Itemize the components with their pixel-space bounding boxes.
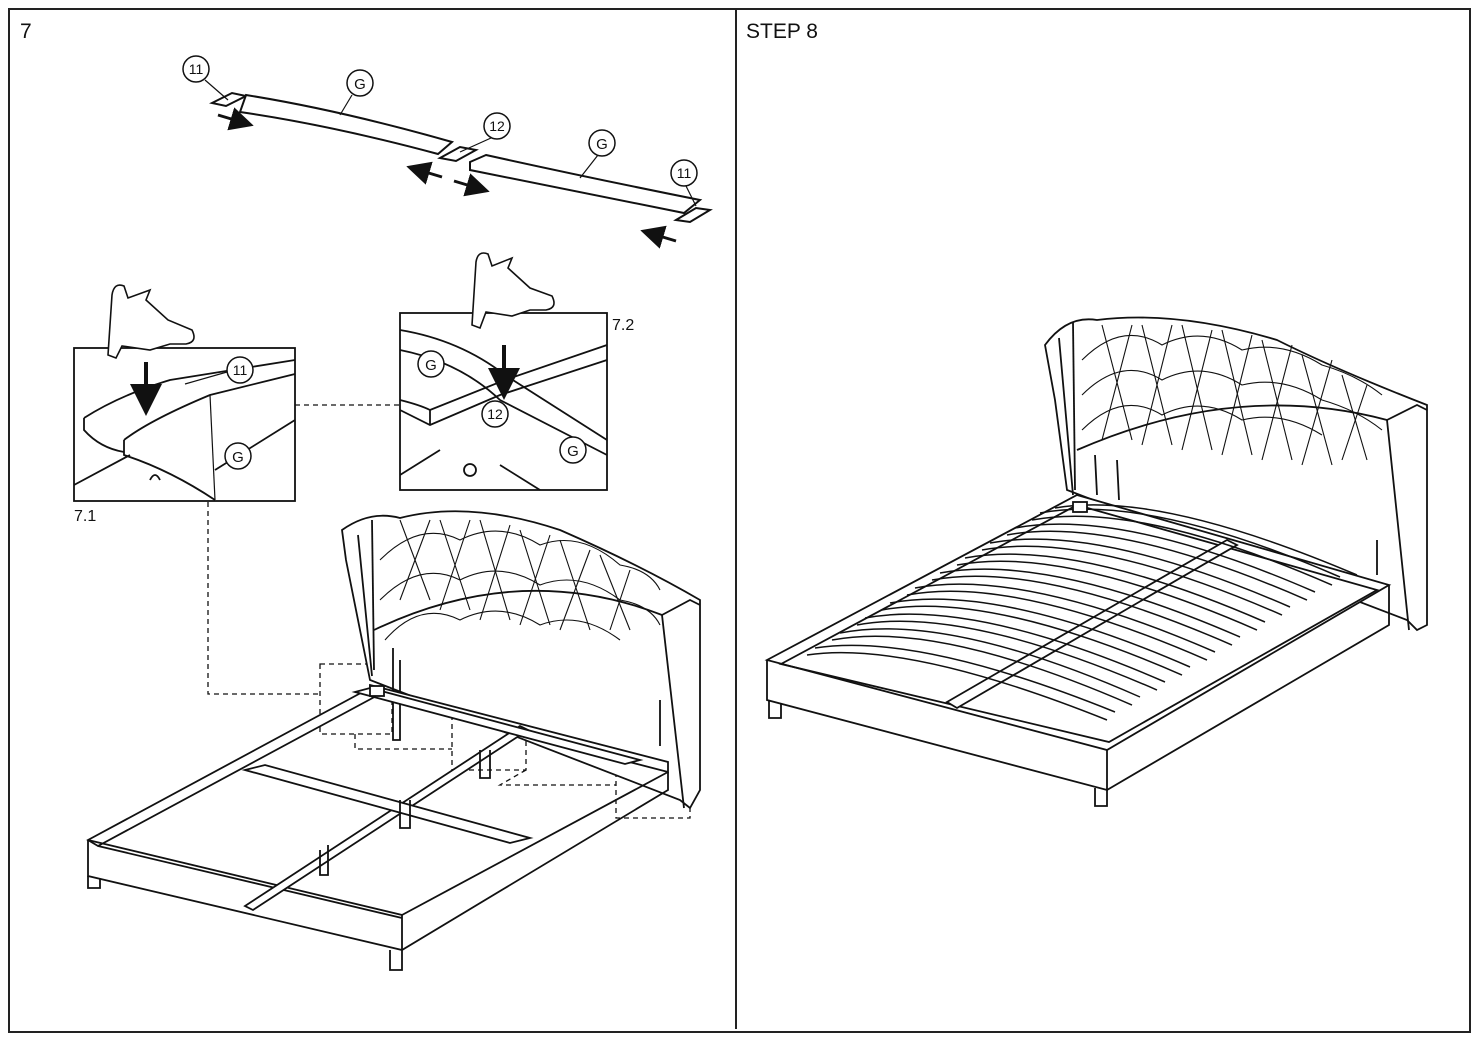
svg-text:11: 11 [233, 362, 248, 378]
bed-frame-step-7 [86, 510, 701, 971]
outer-border [8, 8, 1471, 1033]
svg-text:11: 11 [677, 165, 692, 181]
svg-text:G: G [567, 443, 579, 460]
arrow-left-icon [640, 225, 677, 249]
callout-12-detail-b: 12 [481, 400, 509, 428]
callout-11-detail-a: 11 [184, 356, 254, 385]
callout-12-top: 12 [483, 112, 511, 140]
step-8-title: STEP 8 [746, 20, 818, 43]
connector-piece-left [209, 91, 249, 108]
svg-text:G: G [425, 357, 437, 374]
slat-connection-exploded [204, 79, 713, 249]
callout-g-detail-b-left: G [417, 350, 445, 378]
detail-label-7-1: 7.1 [74, 508, 97, 525]
svg-text:12: 12 [487, 406, 503, 422]
detail-box-7-1 [73, 347, 296, 502]
arrow-left-icon [406, 161, 443, 185]
callout-g-top-left: G [346, 69, 374, 97]
svg-text:G: G [596, 136, 608, 153]
callout-g-detail-a: G [224, 442, 252, 470]
connector-piece-middle [437, 145, 479, 163]
panel-divider [735, 10, 737, 1029]
detail-label-7-2: 7.2 [612, 317, 635, 334]
connector-piece-right [673, 206, 713, 224]
assembled-bed [764, 316, 1428, 807]
svg-text:12: 12 [489, 118, 505, 134]
callout-g-detail-b-right: G [559, 436, 587, 464]
hand-icon [107, 284, 195, 360]
detail-box-7-2 [399, 312, 608, 491]
arrow-right-icon [453, 173, 490, 197]
svg-text:11: 11 [189, 61, 204, 77]
slat-g-right [469, 153, 703, 215]
slat-g-left [238, 93, 455, 156]
hand-icon [471, 252, 555, 330]
callout-11-top-left: 11 [182, 55, 210, 83]
callout-g-top-right: G [588, 129, 616, 157]
step-8-illustration [764, 316, 1428, 807]
svg-text:G: G [232, 449, 244, 466]
step-7-illustration: 11 G 12 G 11 [73, 55, 713, 971]
svg-text:G: G [354, 76, 366, 93]
step-7-title: 7 [20, 20, 32, 43]
callout-11-top-right: 11 [670, 159, 698, 187]
arrow-right-icon [217, 107, 254, 131]
